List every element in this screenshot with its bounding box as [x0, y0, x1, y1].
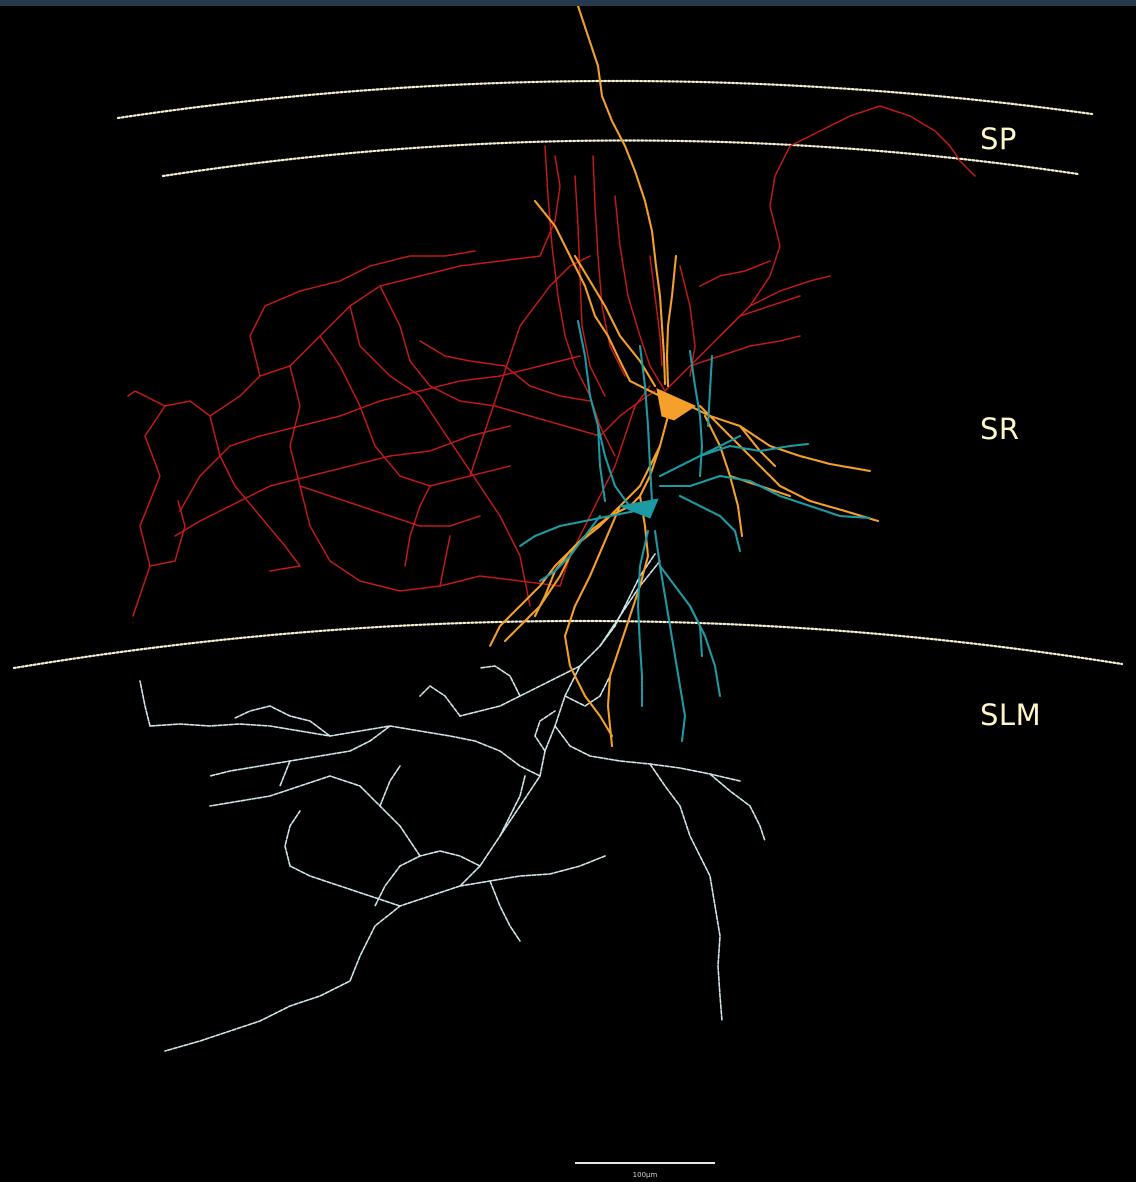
layer-label-sp: SP: [980, 122, 1017, 156]
sp-boundary-upper: [116, 79, 1094, 120]
slm-neuron-dendrites: [139, 553, 766, 1052]
red-interneuron-axon: [127, 105, 976, 617]
orange-soma: [656, 388, 697, 421]
scale-bar: [575, 1162, 715, 1164]
window-top-bar: [0, 0, 1136, 6]
layer-label-sr: SR: [980, 412, 1020, 446]
layer-label-slm: SLM: [980, 698, 1042, 732]
neuron-render-viewport[interactable]: .b { fill: none; stroke-width: 2.2; stro…: [0, 6, 1136, 1182]
neuron-reconstruction-canvas: .b { fill: none; stroke-width: 2.2; stro…: [12, 6, 1124, 1052]
orange-pyramidal-neuron: [488, 6, 880, 748]
teal-soma: [618, 498, 659, 519]
scale-bar-label: 100μm: [632, 1171, 658, 1179]
sp-boundary-lower: [161, 139, 1080, 178]
teal-pyramidal-neuron: [518, 319, 872, 743]
